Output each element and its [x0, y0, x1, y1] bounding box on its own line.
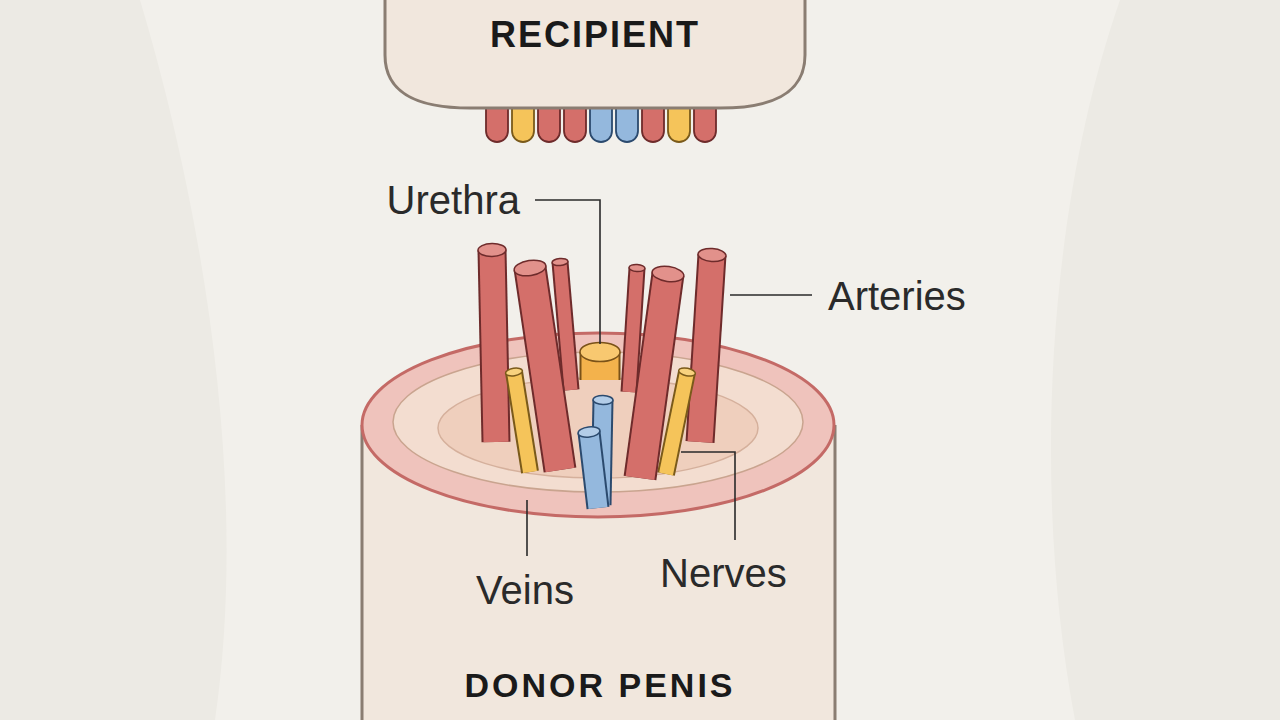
vessel-cap: [478, 243, 506, 257]
vessel-body: [589, 432, 598, 508]
vessel-cap: [593, 395, 613, 404]
vessel-cap: [577, 426, 600, 439]
node-title: DONOR PENIS: [464, 666, 735, 705]
vessel-outline: [640, 274, 668, 478]
vessel-body: [666, 372, 687, 474]
vessel-cap: [629, 264, 645, 272]
node-illustration: [362, 200, 835, 720]
vessel-cap: [513, 258, 547, 278]
vessel-cap: [580, 343, 620, 362]
vessel-body: [514, 372, 530, 472]
leader-line: [730, 294, 812, 296]
vessel-body: [640, 274, 668, 478]
cross-section-rim: [362, 333, 834, 517]
vessel-cap: [505, 367, 523, 377]
node-title: RECIPIENT: [490, 14, 700, 56]
vessel-body: [530, 268, 560, 470]
leader-line: [535, 200, 600, 344]
node-illustration: [385, 0, 805, 142]
vessel-body: [492, 250, 496, 442]
part-label: Veins: [476, 568, 574, 612]
vessel-cap: [651, 264, 685, 283]
recipient-stump: RECIPIENT: [370, 0, 820, 150]
vessel-outline: [700, 255, 712, 442]
vessel-cap: [678, 367, 696, 378]
part-label: Nerves: [660, 551, 787, 595]
vessel-body: [629, 268, 637, 392]
leader-line: [526, 500, 528, 556]
part-label: Arteries: [828, 274, 966, 318]
vessel-outline: [514, 372, 530, 472]
vessel-outline: [589, 432, 598, 508]
vessel-cap: [552, 258, 569, 266]
vessel-outline: [530, 268, 560, 470]
vessel-outline: [629, 268, 637, 392]
leader-line: [681, 452, 735, 540]
vessel-cap: [698, 248, 727, 263]
vessel-outline: [492, 250, 496, 442]
recipient-stump-outline: [385, 0, 805, 108]
part-label: Urethra: [387, 178, 520, 222]
vessel-body: [700, 255, 712, 442]
node-outline: [340, 240, 860, 720]
vessel-outline: [666, 372, 687, 474]
donor-organ: DONOR PENIS: [340, 240, 860, 720]
